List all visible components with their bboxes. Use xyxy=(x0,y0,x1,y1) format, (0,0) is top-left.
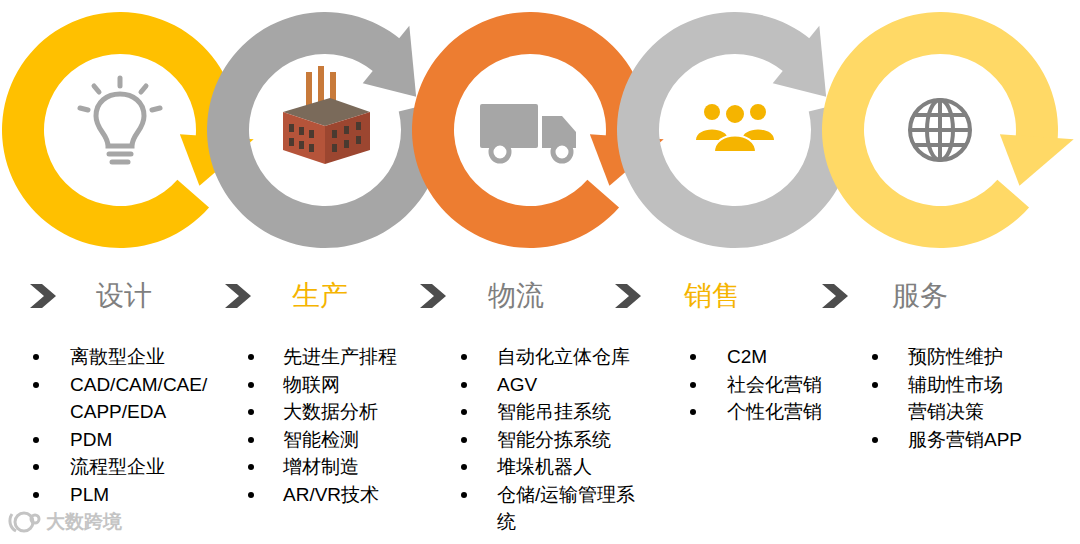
ring-arc xyxy=(2,12,238,248)
list-item: C2M xyxy=(727,343,867,371)
bullet-dot xyxy=(872,382,878,388)
ring-arc xyxy=(207,12,443,248)
list-item: 离散型企业 xyxy=(70,343,220,371)
stage-heading: 生产 xyxy=(292,279,348,313)
bullet-dot xyxy=(461,464,467,470)
list-item: 先进生产排程 xyxy=(283,343,433,371)
list-item: CAD/CAM/CAE/ CAPP/EDA xyxy=(70,371,220,426)
bullet-dot xyxy=(872,437,878,443)
list-item: 自动化立体仓库 xyxy=(497,343,649,371)
list-item: 增材制造 xyxy=(283,453,433,481)
bullet-dot xyxy=(461,382,467,388)
truck-icon xyxy=(480,104,576,161)
list-item: 预防性维护 xyxy=(908,343,1038,371)
globe-icon xyxy=(910,100,970,160)
stage-heading: 服务 xyxy=(892,279,948,313)
list-item: 社会化营销 xyxy=(727,371,867,399)
ring-arrowhead xyxy=(363,26,416,97)
lightbulb-icon xyxy=(80,78,160,162)
ring-arc xyxy=(617,12,853,248)
stage-heading: 物流 xyxy=(488,279,544,313)
bullet-dot xyxy=(248,464,254,470)
bullet-dot xyxy=(690,409,696,415)
bullet-dot xyxy=(248,492,254,498)
ring-arrow xyxy=(207,12,443,248)
list-item: 大数据分析 xyxy=(283,398,433,426)
bullet-dot xyxy=(33,492,39,498)
ring-arrow xyxy=(822,12,1074,248)
list-item: 服务营销APP xyxy=(908,426,1038,454)
ring-arrowhead xyxy=(773,26,826,97)
ring-arrow xyxy=(617,12,853,248)
bullet-dot xyxy=(33,382,39,388)
bullet-dot xyxy=(690,382,696,388)
list-item: 流程型企业 xyxy=(70,453,220,481)
list-item: PLM xyxy=(70,481,220,509)
list-item: 个性化营销 xyxy=(727,398,867,426)
list-item: 仓储/运输管理系 统 xyxy=(497,481,649,536)
bullet-dot xyxy=(248,409,254,415)
cycle-rings xyxy=(2,12,1074,248)
ring-arc xyxy=(412,12,648,248)
bullet-dot xyxy=(461,492,467,498)
list-item: 辅助性市场 营销决策 xyxy=(908,371,1038,426)
bullet-dot xyxy=(461,409,467,415)
stage-heading: 销售 xyxy=(684,279,740,313)
bullet-dot xyxy=(33,354,39,360)
list-item: 智能分拣系统 xyxy=(497,426,649,454)
list-item: 智能检测 xyxy=(283,426,433,454)
list-item: 智能吊挂系统 xyxy=(497,398,649,426)
bullet-dot xyxy=(461,354,467,360)
list-item: 物联网 xyxy=(283,371,433,399)
list-item: PDM xyxy=(70,426,220,454)
factory-icon xyxy=(283,66,370,164)
bullet-dot xyxy=(248,382,254,388)
people-icon xyxy=(696,104,774,152)
list-item: AGV xyxy=(497,371,649,399)
watermark: 大数跨境 xyxy=(46,510,122,534)
bullet-dot xyxy=(461,437,467,443)
watermark-logo xyxy=(10,513,39,531)
bullet-dot xyxy=(33,464,39,470)
list-item: 堆垛机器人 xyxy=(497,453,649,481)
bullet-dot xyxy=(872,354,878,360)
list-item: AR/VR技术 xyxy=(283,481,433,509)
ring-arc xyxy=(822,12,1058,248)
bullet-dot xyxy=(690,354,696,360)
ring-arrowhead xyxy=(1000,134,1074,185)
bullet-dot xyxy=(33,437,39,443)
bullet-dot xyxy=(248,437,254,443)
bullet-dot xyxy=(248,354,254,360)
stage-heading: 设计 xyxy=(96,279,152,313)
